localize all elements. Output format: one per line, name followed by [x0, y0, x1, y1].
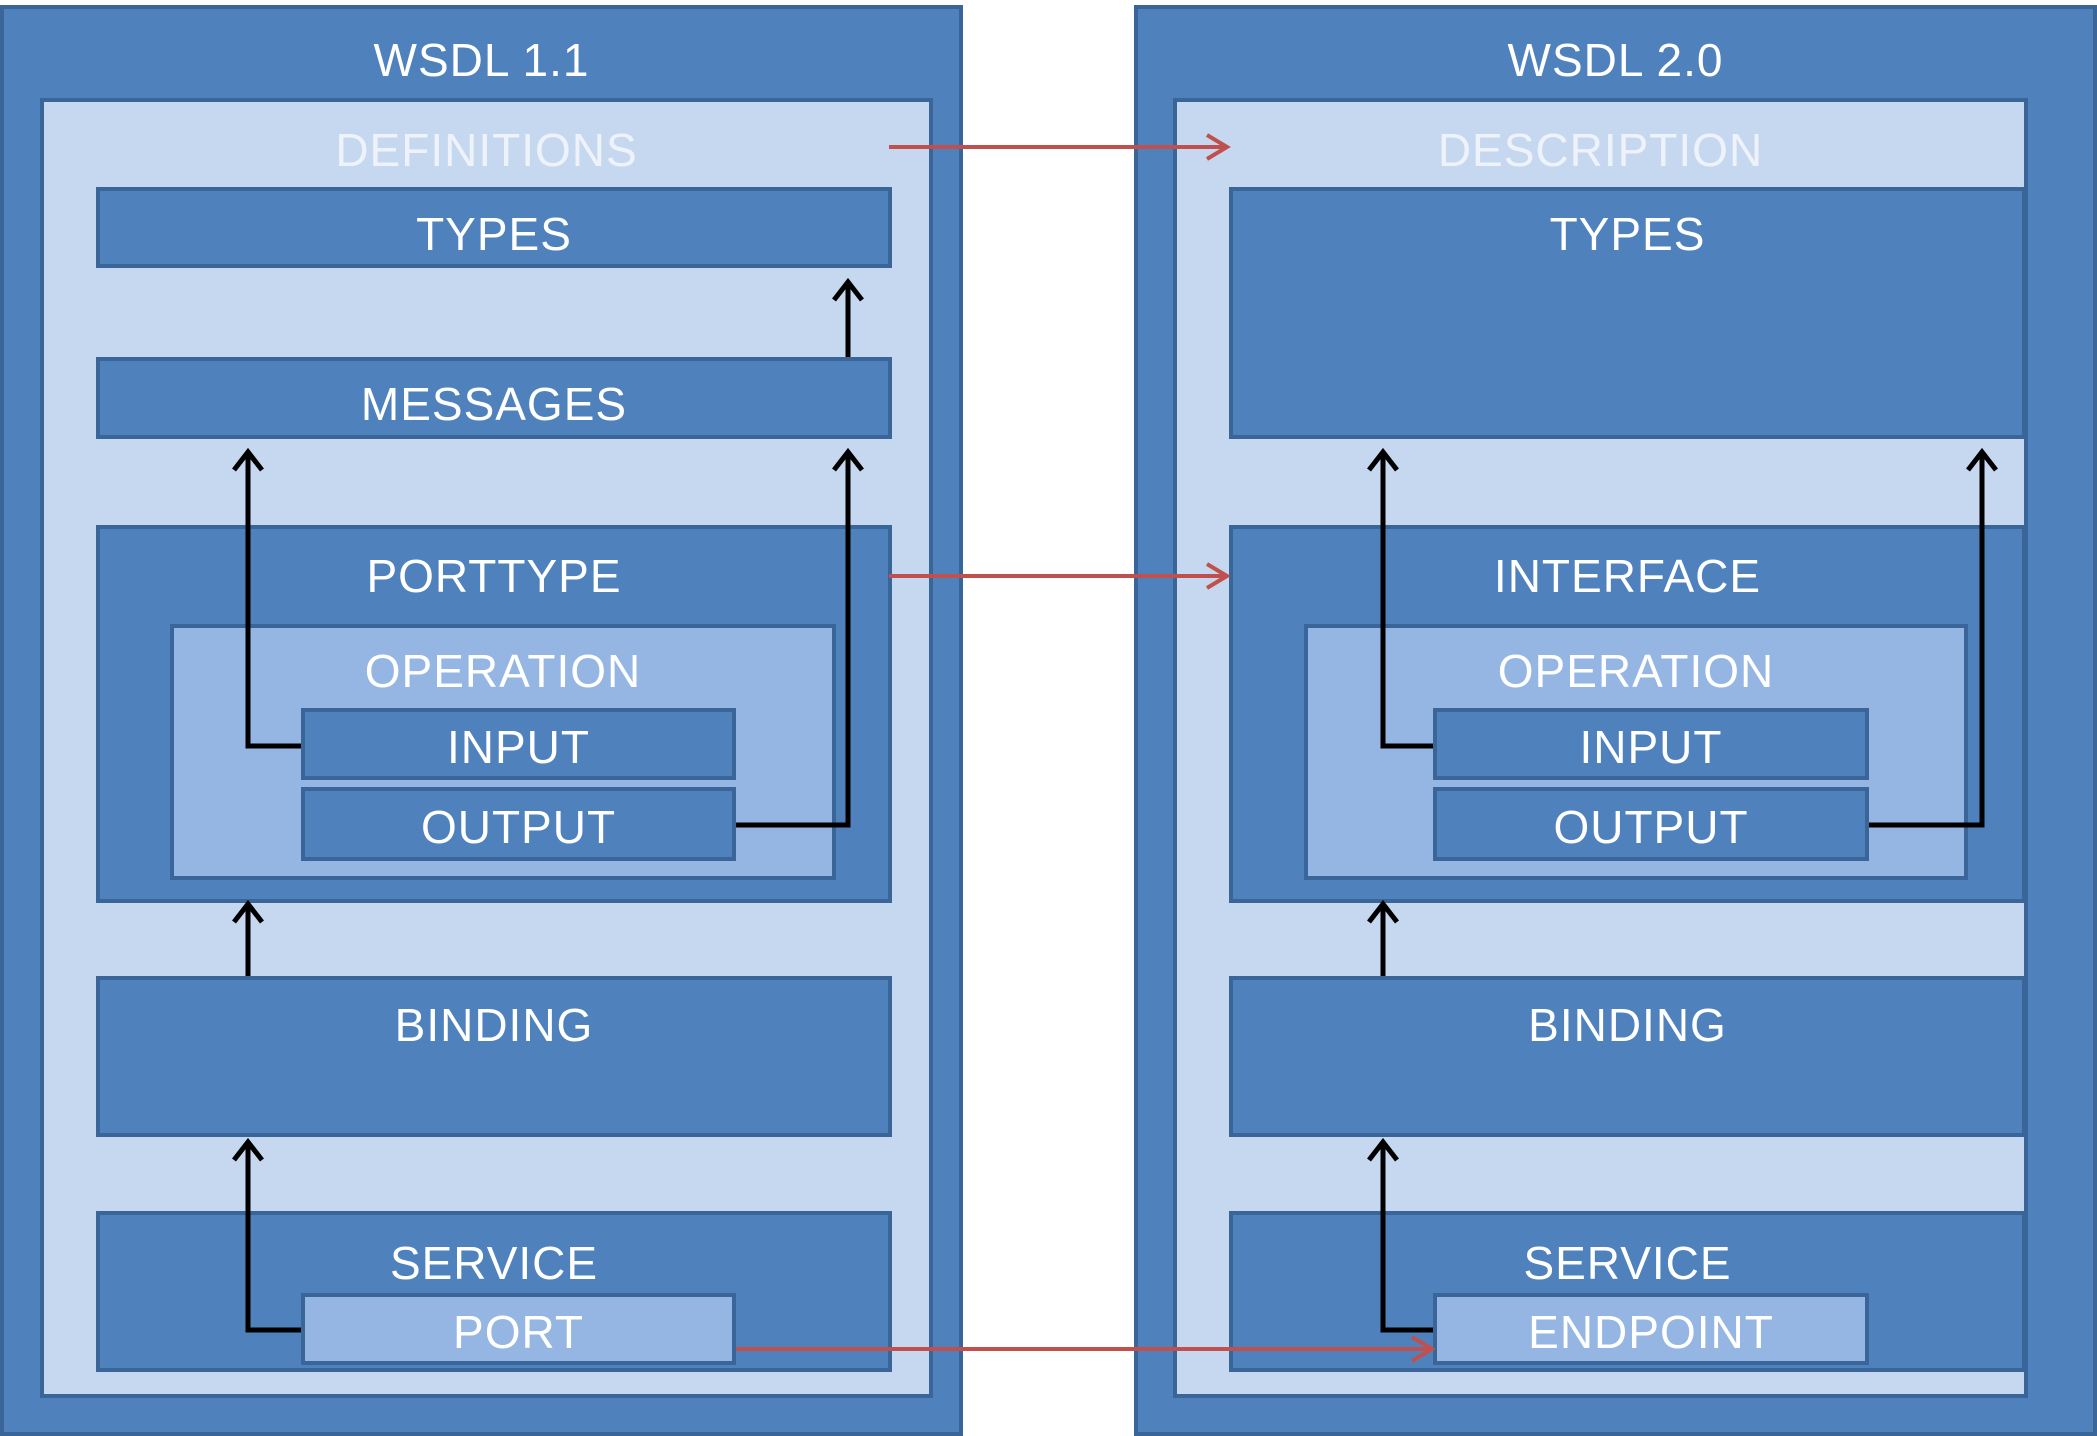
output-label-left: OUTPUT [420, 801, 617, 853]
messages-label: MESSAGES [360, 378, 628, 430]
messages-box: MESSAGES [96, 357, 892, 439]
types-label-left: TYPES [416, 208, 572, 260]
definitions-label: DEFINITIONS [335, 124, 638, 176]
binding-label-left: BINDING [394, 999, 594, 1051]
port-label: PORT [453, 1306, 584, 1358]
endpoint-box: ENDPOINT [1433, 1293, 1869, 1365]
service-label-left: SERVICE [389, 1237, 599, 1289]
port-box: PORT [301, 1293, 736, 1365]
wsdl11-title: WSDL 1.1 [373, 34, 590, 86]
binding-box-left: BINDING [96, 976, 892, 1137]
description-label: DESCRIPTION [1437, 124, 1764, 176]
wsdl20-title: WSDL 2.0 [1507, 34, 1724, 86]
types-label-right: TYPES [1549, 208, 1706, 260]
types-box-left: TYPES [96, 187, 892, 268]
types-box-right: TYPES [1229, 187, 2026, 439]
input-label-right: INPUT [1579, 721, 1723, 773]
porttype-label: PORTTYPE [366, 550, 622, 602]
input-label-left: INPUT [447, 721, 590, 773]
interface-label: INTERFACE [1493, 550, 1762, 602]
operation-label-right: OPERATION [1497, 645, 1775, 697]
endpoint-label: ENDPOINT [1528, 1306, 1774, 1358]
output-box-right: OUTPUT [1433, 787, 1869, 861]
service-label-right: SERVICE [1523, 1237, 1732, 1289]
binding-box-right: BINDING [1229, 976, 2026, 1137]
input-box-left: INPUT [301, 708, 736, 780]
output-label-right: OUTPUT [1553, 801, 1749, 853]
input-box-right: INPUT [1433, 708, 1869, 780]
operation-label-left: OPERATION [364, 645, 642, 697]
binding-label-right: BINDING [1528, 999, 1727, 1051]
output-box-left: OUTPUT [301, 787, 736, 861]
